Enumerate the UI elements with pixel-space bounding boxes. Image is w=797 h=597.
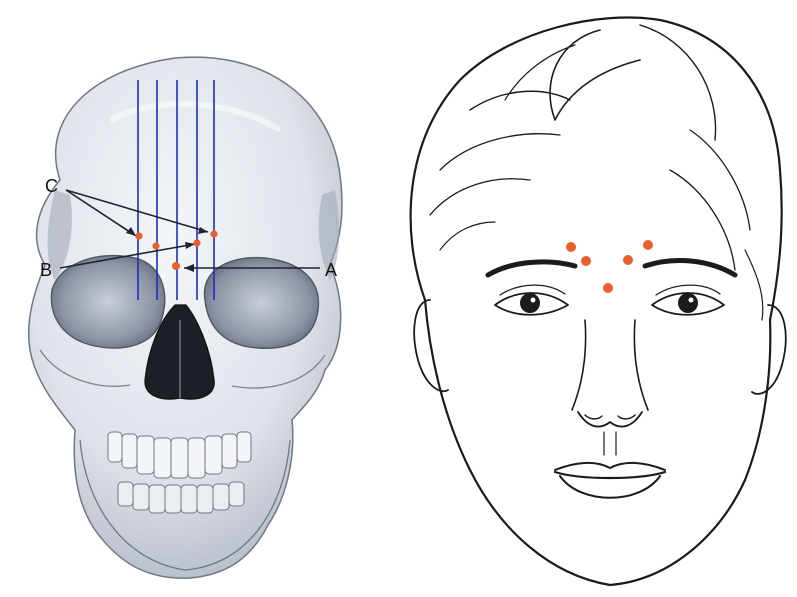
eye-left-iris <box>520 293 540 313</box>
hair-strand-4 <box>440 134 560 170</box>
eyebrow-right <box>645 260 735 275</box>
face-marker-dots <box>566 240 653 293</box>
eye-left-highlight <box>531 298 536 303</box>
hair-strand-5 <box>430 179 530 215</box>
hair-strand-8 <box>440 222 495 250</box>
eye-right-iris <box>678 293 698 313</box>
skull-dot-c-left <box>135 232 142 239</box>
orbit-left <box>51 256 164 348</box>
hair-strand-7 <box>670 170 735 270</box>
label-b: B <box>40 260 52 280</box>
face-dot-upper-right <box>643 240 653 250</box>
face-dot-upper-left <box>566 242 576 252</box>
label-a: A <box>325 260 337 280</box>
upper-lip <box>555 463 665 470</box>
skull-illustration <box>29 57 342 578</box>
head-outline <box>411 18 782 321</box>
eye-right-highlight <box>689 298 694 303</box>
orbit-right <box>204 258 318 349</box>
face-dot-mid-right <box>623 255 633 265</box>
hair-strand-3 <box>470 91 570 110</box>
hair-strand-6 <box>690 130 750 230</box>
skull-dot-a <box>172 262 180 270</box>
label-c: C <box>45 176 58 196</box>
eyebrow-left <box>488 262 575 275</box>
hair-strand-2 <box>640 25 716 140</box>
skull-dot-mid <box>193 239 200 246</box>
lip-line <box>555 472 665 478</box>
nose-bridge-left <box>572 320 586 410</box>
philtrum <box>604 432 616 455</box>
hair-strand-9 <box>745 250 763 320</box>
nostril-right <box>618 415 635 419</box>
face-dot-mid-left <box>581 256 591 266</box>
lower-lip <box>560 476 660 498</box>
nose-bridge-right <box>634 320 648 410</box>
nose-tip <box>578 412 642 427</box>
face-line-drawing <box>411 18 786 586</box>
face-contour <box>425 300 770 585</box>
hair-strand-1 <box>550 30 640 120</box>
skull-dot-c-right <box>210 230 217 237</box>
face-dot-center <box>603 283 613 293</box>
nostril-left <box>585 415 602 419</box>
skull-dot-b <box>152 242 159 249</box>
